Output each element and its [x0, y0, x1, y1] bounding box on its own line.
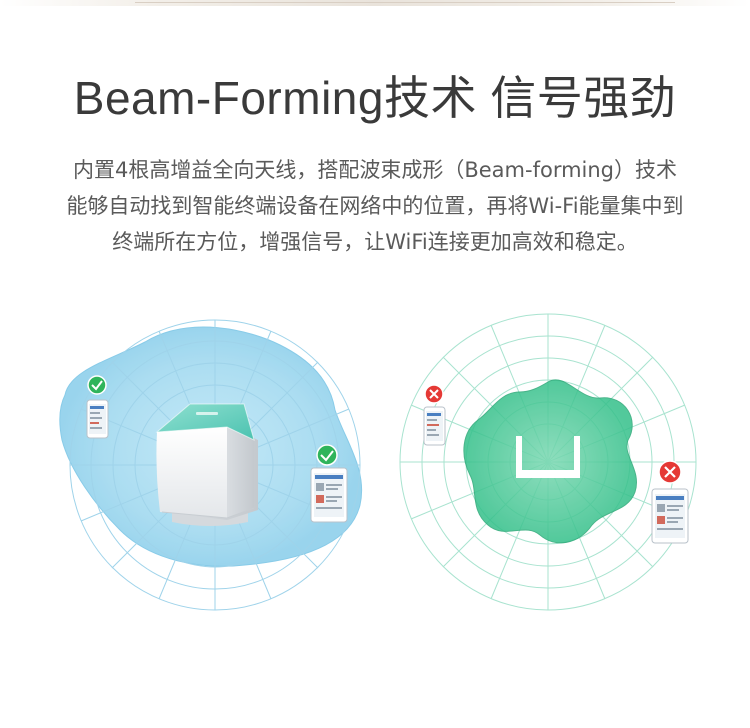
cross-circle-icon [658, 460, 682, 484]
description-line-1: 内置4根高增益全向天线，搭配波束成形（Beam-forming）技术 [72, 158, 678, 182]
check-circle-icon [316, 444, 338, 466]
beamforming-illustration [59, 313, 697, 611]
description-line-2: 能够自动找到智能终端设备在网络中的位置，再将Wi-Fi能量集中到 [66, 194, 684, 218]
check-circle-icon [87, 375, 107, 395]
page-title: Beam-Forming技术 信号强劲 [73, 72, 677, 124]
left-phone-device [86, 399, 109, 439]
right-coverage-diagram [399, 313, 697, 611]
right-phone-device [423, 406, 446, 446]
top-decor-line [135, 2, 675, 3]
cross-circle-icon [424, 384, 444, 404]
mesh-router-cube [155, 403, 258, 526]
right-tablet-device [651, 488, 689, 544]
top-decor-strip [0, 0, 750, 6]
router-icon [516, 436, 580, 478]
description-line-3: 终端所在方位，增强信号，让WiFi连接更加高效和稳定。 [112, 230, 638, 254]
description: 内置4根高增益全向天线，搭配波束成形（Beam-forming）技术 能够自动找… [20, 152, 730, 260]
right-coverage-field [463, 379, 637, 544]
left-tablet-device [310, 467, 348, 523]
left-coverage-diagram [59, 319, 363, 611]
